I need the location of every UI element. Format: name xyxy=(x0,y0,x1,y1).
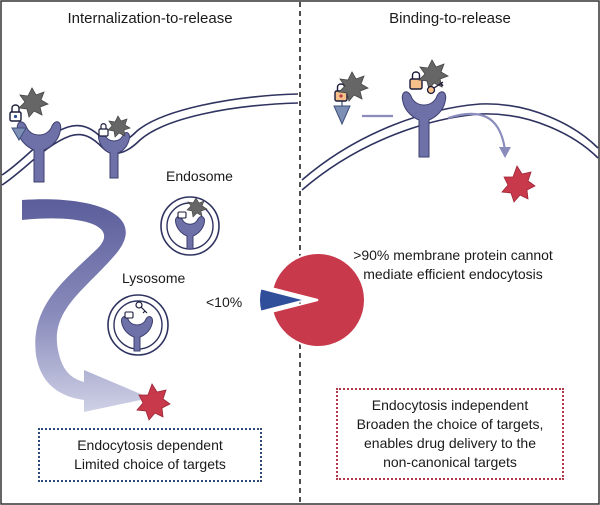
pie-large-label: >90% membrane protein cannot mediate eff… xyxy=(318,246,588,284)
right-summary-box: Endocytosis independent Broaden the choi… xyxy=(336,388,564,480)
antibody-left-1 xyxy=(11,127,27,141)
star-icon xyxy=(418,59,449,90)
star-icon xyxy=(107,115,131,138)
star-icon xyxy=(18,87,49,118)
star-icon xyxy=(186,197,208,218)
right-summary-line4: non-canonical targets xyxy=(383,454,517,470)
star-icon xyxy=(136,383,171,421)
right-panel-title: Binding-to-release xyxy=(389,10,511,27)
lock-icon xyxy=(98,123,109,137)
endosome-vesicle xyxy=(160,196,220,256)
lock-icon xyxy=(9,104,22,122)
pie-slice-small xyxy=(258,287,307,313)
receptor-left-2 xyxy=(98,132,130,179)
left-panel-title: Internalization-to-release xyxy=(67,10,233,27)
pie-chart xyxy=(258,252,367,348)
star-icon xyxy=(501,165,536,203)
left-summary-line2: Limited choice of targets xyxy=(74,456,226,472)
left-summary-line1: Endocytosis dependent xyxy=(77,437,223,453)
lysosome-label: Lysosome xyxy=(122,270,186,286)
key-icon xyxy=(426,81,444,95)
star-icon xyxy=(338,71,369,102)
left-summary-box: Endocytosis dependent Limited choice of … xyxy=(38,428,262,482)
release-arrow xyxy=(447,112,507,151)
pie-small-label: <10% xyxy=(206,294,243,310)
pie-large-label-line1: >90% membrane protein cannot xyxy=(353,247,553,263)
lock-icon xyxy=(409,71,423,90)
right-summary-line1: Endocytosis independent xyxy=(371,397,529,413)
key-icon xyxy=(135,301,148,314)
internalization-arrow xyxy=(22,199,150,412)
release-arrow-head xyxy=(499,147,511,158)
receptor-left-1 xyxy=(16,121,62,183)
pie-slice-large xyxy=(271,252,367,348)
right-summary-line3: enables drug delivery to the xyxy=(364,435,536,451)
endosome-label: Endosome xyxy=(166,168,233,184)
pie-large-label-line2: mediate efficient endocytosis xyxy=(363,266,543,282)
right-summary-line2: Broaden the choice of targets, xyxy=(356,416,544,432)
lysosome-vesicle xyxy=(107,294,169,356)
receptor-right xyxy=(401,91,447,158)
